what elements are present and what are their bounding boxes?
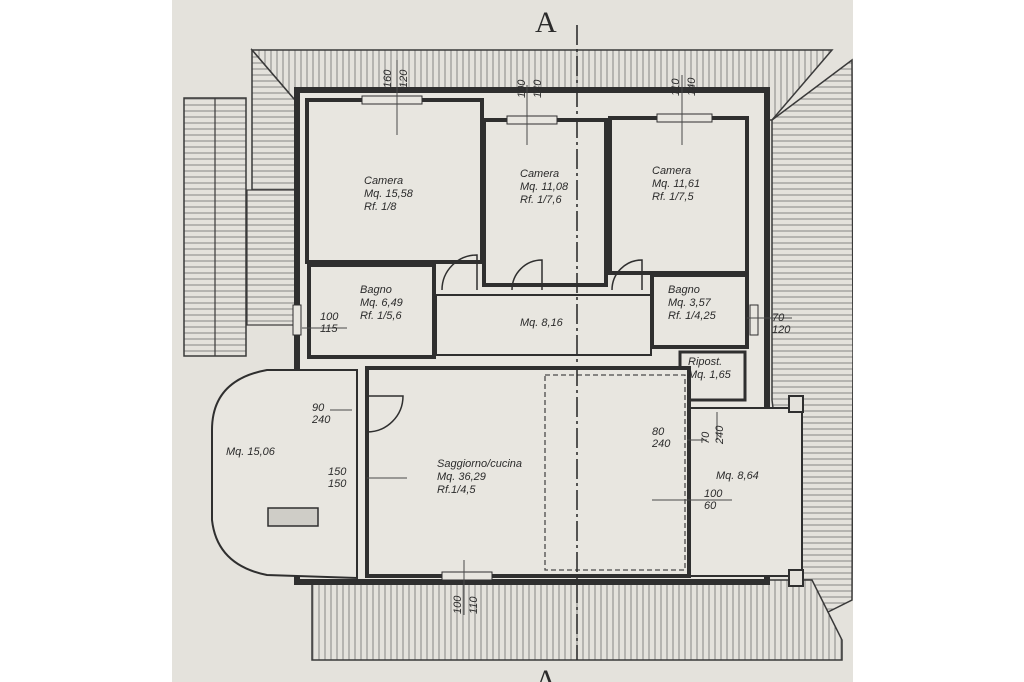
room-ratio: Rf.1/4,5 xyxy=(437,484,476,496)
room-area: Mq. 11,08 xyxy=(520,181,569,193)
door-swing-entrance xyxy=(366,395,404,433)
room-area: Mq. 15,58 xyxy=(364,188,413,200)
room-bagno-1 xyxy=(307,263,436,359)
dim-bagno1: 100 115 xyxy=(320,311,339,335)
dim-cam3-a: 110 xyxy=(670,78,682,96)
room-ratio: Rf. 1/8 xyxy=(364,201,397,213)
dim-cam2-a: 100 xyxy=(516,79,528,98)
kitchen-zone xyxy=(544,374,686,571)
dim-entrance-door: 90 240 xyxy=(312,402,331,426)
dim-bagno2: 70 120 xyxy=(772,312,791,336)
terrace-east xyxy=(689,407,803,577)
room-bagno-2 xyxy=(650,273,749,349)
room-area: Mq. 11,61 xyxy=(652,178,701,190)
room-label-camera-2: Camera Mq. 11,08 Rf. 1/7,6 xyxy=(520,168,568,207)
room-label-corridor: Mq. 8,16 xyxy=(520,317,563,330)
room-area: Mq. 8,16 xyxy=(520,317,563,329)
dim-cam1-b: 120 xyxy=(398,69,410,88)
dim-south-a: 100 xyxy=(452,595,464,614)
room-name: Camera xyxy=(652,165,692,177)
room-ratio: Rf. 1/7,5 xyxy=(652,191,694,203)
section-mark-bottom: A xyxy=(535,664,557,682)
room-label-bagno-1: Bagno Mq. 6,49 Rf. 1/5,6 xyxy=(360,284,403,323)
room-area: Mq. 1,65 xyxy=(688,369,731,381)
room-camera-3 xyxy=(608,116,749,275)
room-label-soggiorno: Saggiorno/cucina Mq. 36,29 Rf.1/4,5 xyxy=(437,458,522,497)
dim-terrace-door-a: 70 xyxy=(700,431,712,444)
room-label-terrace-east: Mq. 8,64 xyxy=(716,470,759,483)
room-label-camera-3: Camera Mq. 11,61 Rf. 1/7,5 xyxy=(652,165,700,204)
room-name: Ripost. xyxy=(688,356,723,368)
planter xyxy=(267,507,319,527)
room-area: Mq. 6,49 xyxy=(360,297,403,309)
room-ratio: Rf. 1/7,6 xyxy=(520,194,562,206)
room-area: Mq. 15,06 xyxy=(226,446,275,458)
terrace-west xyxy=(211,369,358,580)
dim-west-door: 150 150 xyxy=(328,466,347,490)
dim-cam1-a: 160 xyxy=(382,69,394,88)
room-label-bagno-2: Bagno Mq. 3,57 Rf. 1/4,25 xyxy=(668,284,716,323)
dim-east-door: 80 240 xyxy=(652,426,671,450)
dim-terrace-window: 100 60 xyxy=(704,488,723,512)
room-corridor xyxy=(435,294,652,356)
door-swing-3 xyxy=(611,259,643,291)
room-name: Bagno xyxy=(668,284,700,296)
dim-terrace-door-b: 240 xyxy=(714,425,726,444)
dim-cam2-b: 140 xyxy=(532,79,544,98)
door-swing-2 xyxy=(511,259,543,291)
door-swing-1 xyxy=(441,254,478,291)
stair-landing xyxy=(246,189,303,326)
room-label-terrace-west: Mq. 15,06 xyxy=(226,446,275,459)
room-area: Mq. 3,57 xyxy=(668,297,711,309)
floor-plan-drawing xyxy=(183,25,853,661)
room-camera-1 xyxy=(305,98,484,264)
room-area: Mq. 8,64 xyxy=(716,470,759,482)
floor-plan-sheet: A A Camera Mq. 15,58 Rf. 1/8 Camera Mq. … xyxy=(172,0,853,682)
room-camera-2 xyxy=(482,118,608,287)
room-name: Camera xyxy=(520,168,560,180)
room-soggiorno xyxy=(365,366,691,578)
room-label-ripostiglio: Ripost. Mq. 1,65 xyxy=(688,356,731,382)
room-area: Mq. 36,29 xyxy=(437,471,486,483)
room-label-camera-1: Camera Mq. 15,58 Rf. 1/8 xyxy=(364,175,413,214)
room-name: Bagno xyxy=(360,284,392,296)
room-ratio: Rf. 1/5,6 xyxy=(360,310,402,322)
room-name: Saggiorno/cucina xyxy=(437,458,523,470)
room-name: Camera xyxy=(364,175,404,187)
dim-south-b: 110 xyxy=(468,596,480,614)
dim-cam3-b: 140 xyxy=(686,77,698,96)
room-ratio: Rf. 1/4,25 xyxy=(668,310,716,322)
section-mark-top: A xyxy=(535,6,557,39)
